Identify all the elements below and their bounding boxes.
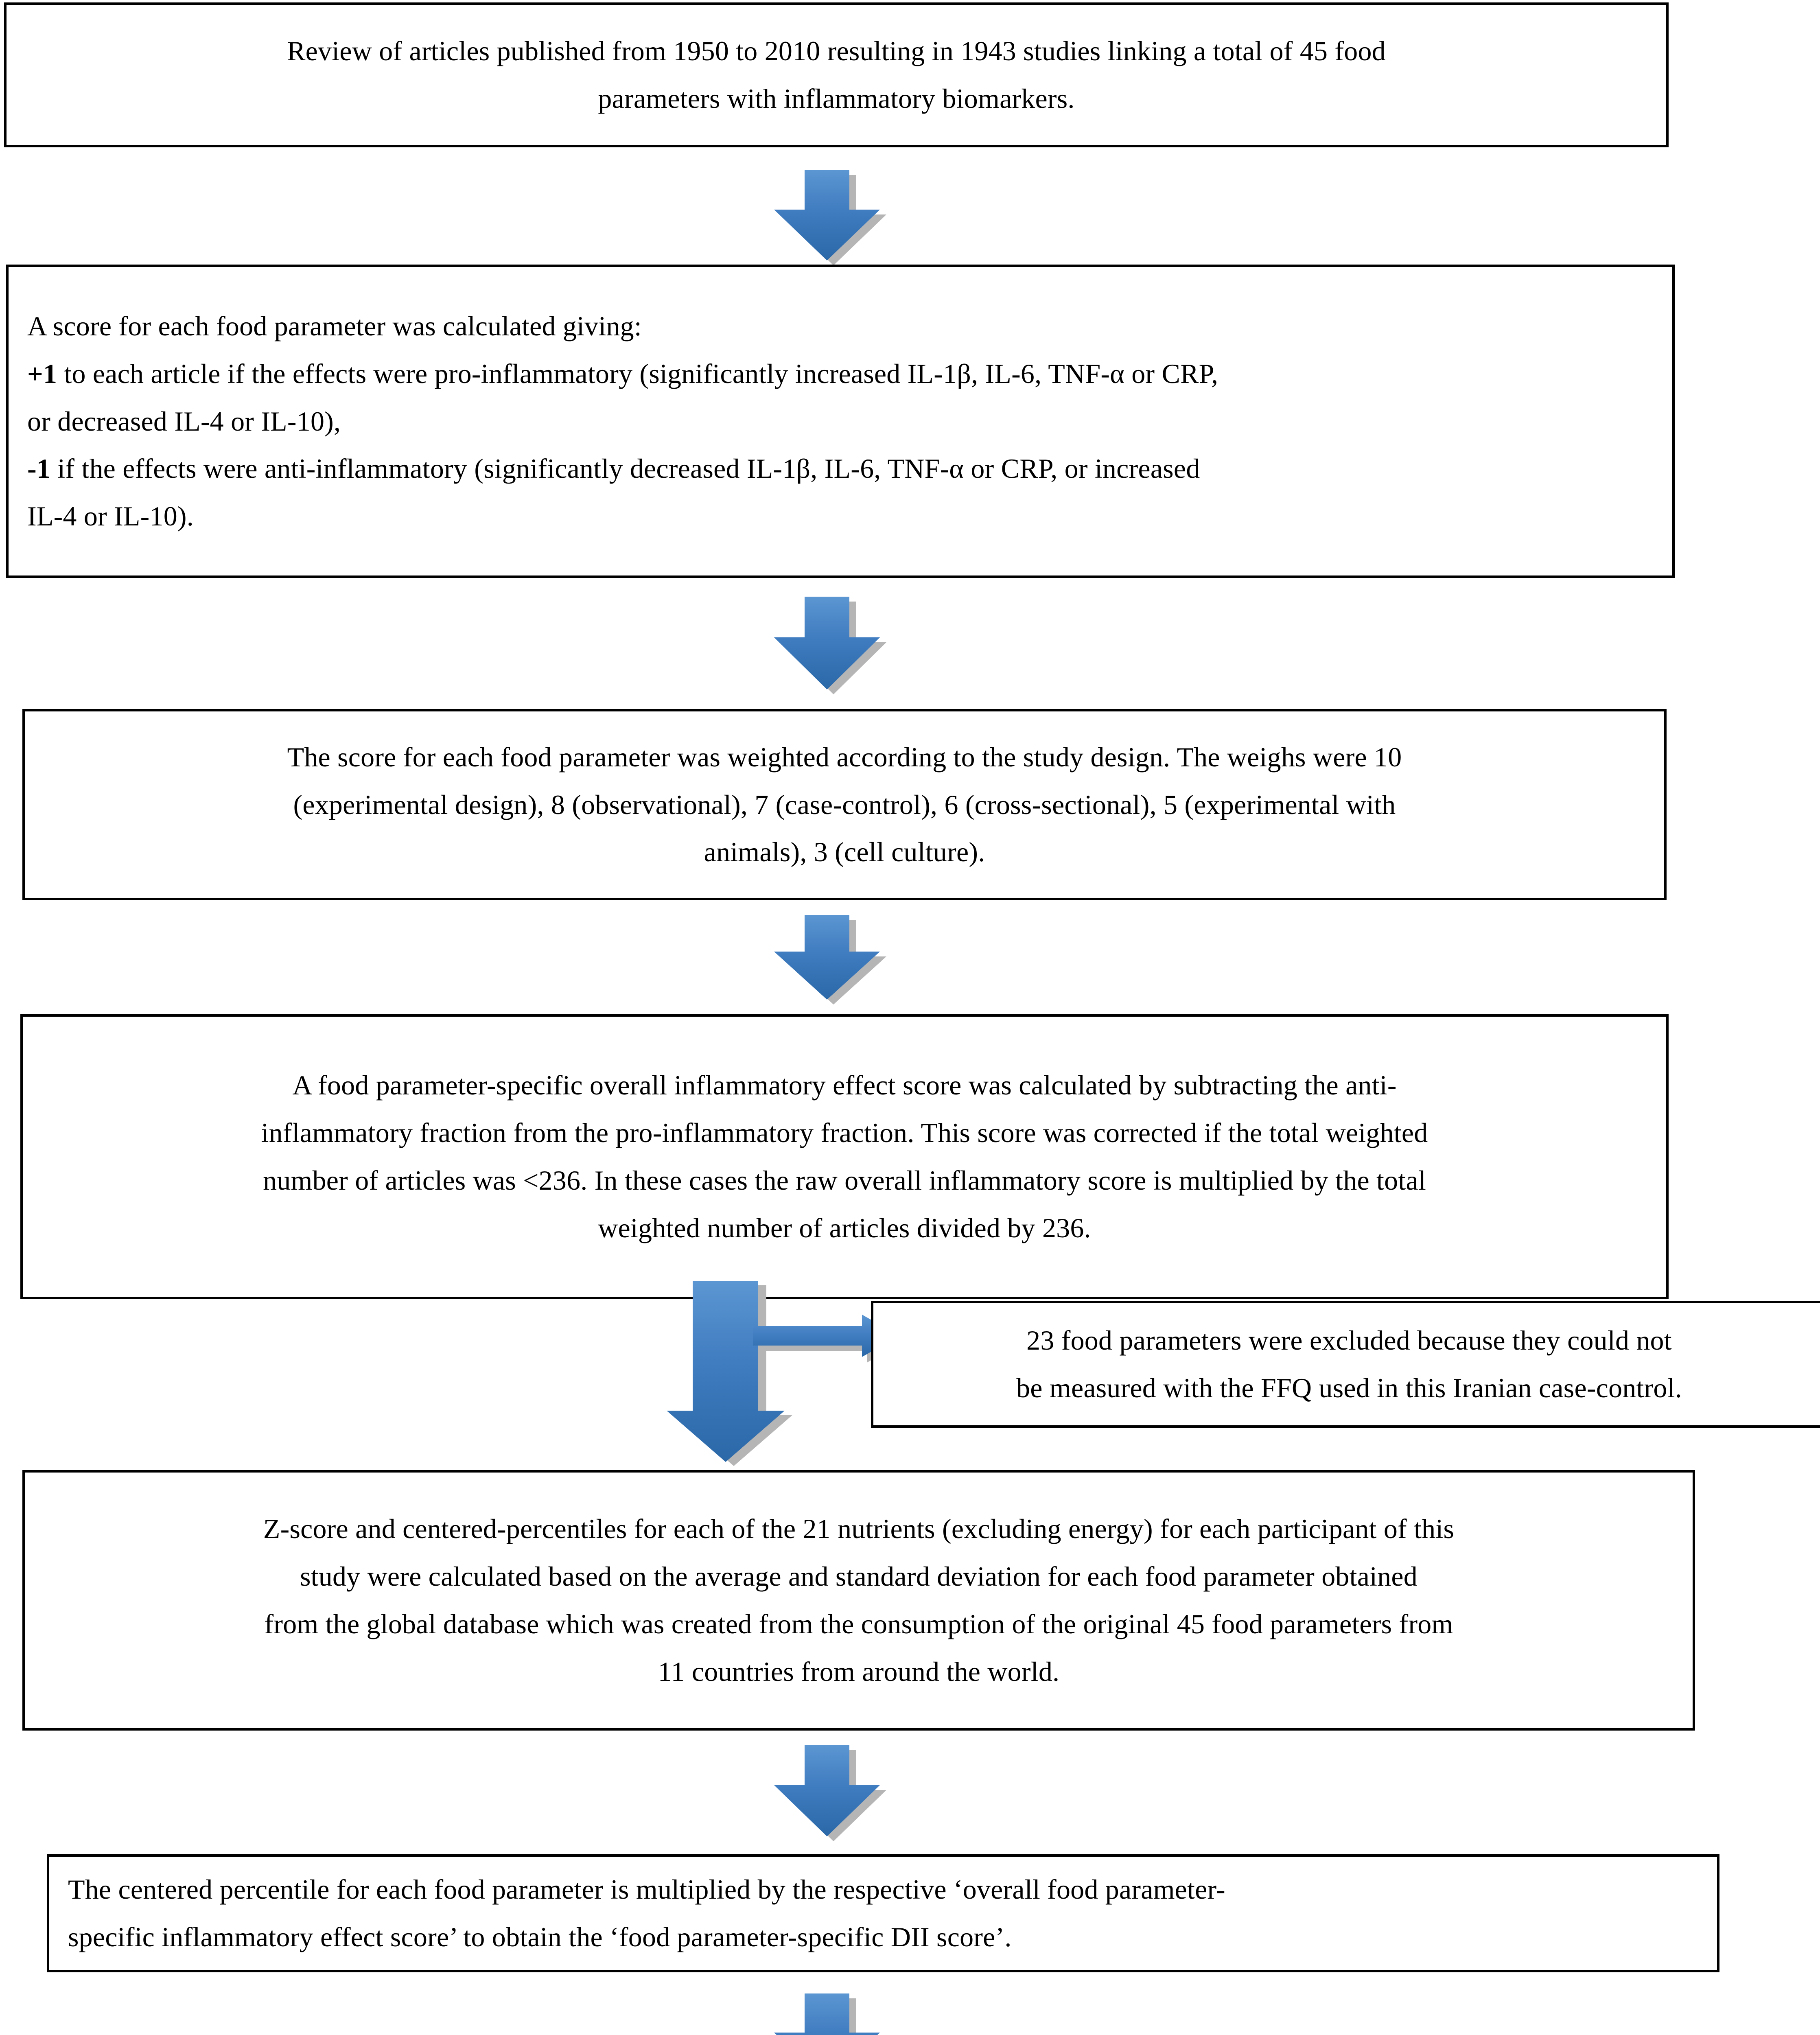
box2-plus-one: +1	[27, 358, 57, 389]
arrow-step4-to-side-note	[753, 1315, 924, 1376]
arrow-step5-to-step6	[758, 1745, 896, 1841]
box2-line2-rest: to each article if the effects were pro-…	[57, 358, 1218, 389]
box-overall-inflammatory-effect-score: A food parameter-specific overall inflam…	[20, 1014, 1669, 1299]
arrow-step1-to-step2	[758, 170, 896, 265]
box-weighting-by-study-design: The score for each food parameter was we…	[22, 709, 1667, 900]
box3-line1: The score for each food parameter was we…	[287, 741, 1402, 772]
box3-line2: (experimental design), 8 (observational)…	[293, 789, 1396, 820]
side-note-line2: be measured with the FFQ used in this Ir…	[1016, 1372, 1682, 1403]
box2-line4: -1 if the effects were anti-inflammatory…	[27, 445, 1654, 492]
arrow-step2-to-step3	[758, 597, 896, 694]
box1-line1: Review of articles published from 1950 t…	[287, 35, 1386, 67]
arrow-step6-to-step7	[758, 1993, 896, 2035]
box5-line1: Z-score and centered-percentiles for eac…	[263, 1513, 1455, 1545]
box5-line2: study were calculated based on the avera…	[300, 1561, 1418, 1592]
box6-line1: The centered percentile for each food pa…	[68, 1874, 1225, 1905]
box2-line2: +1 to each article if the effects were p…	[27, 350, 1654, 398]
box2-minus-one: -1	[27, 453, 51, 484]
box2-line3: or decreased IL-4 or IL-10),	[27, 405, 341, 437]
side-note-line1: 23 food parameters were excluded because…	[1026, 1325, 1672, 1356]
box1-line2: parameters with inflammatory biomarkers.	[598, 83, 1075, 114]
box4-line2: inflammatory fraction from the pro-infla…	[261, 1117, 1428, 1149]
box5-line3: from the global database which was creat…	[264, 1608, 1453, 1639]
box4-line1: A food parameter-specific overall inflam…	[292, 1070, 1397, 1101]
box2-line1: A score for each food parameter was calc…	[27, 310, 642, 341]
box5-line4: 11 countries from around the world.	[658, 1656, 1060, 1687]
box-score-per-food-parameter: A score for each food parameter was calc…	[6, 265, 1675, 578]
box2-line4-rest: if the effects were anti-inflammatory (s…	[50, 453, 1200, 484]
box-review-of-articles: Review of articles published from 1950 t…	[4, 2, 1669, 147]
box3-line3: animals), 3 (cell culture).	[704, 836, 985, 868]
box-centered-percentile-multiplication: The centered percentile for each food pa…	[47, 1854, 1719, 1972]
box4-line4: weighted number of articles divided by 2…	[598, 1212, 1091, 1243]
box-z-score-and-centered-percentiles: Z-score and centered-percentiles for eac…	[22, 1470, 1695, 1731]
box2-line5: IL-4 or IL-10).	[27, 501, 194, 532]
arrow-step3-to-step4	[758, 915, 896, 1004]
box4-line3: number of articles was <236. In these ca…	[263, 1165, 1426, 1196]
box-excluded-food-parameters: 23 food parameters were excluded because…	[871, 1301, 1820, 1428]
box6-line2: specific inflammatory effect score’ to o…	[68, 1921, 1012, 1952]
